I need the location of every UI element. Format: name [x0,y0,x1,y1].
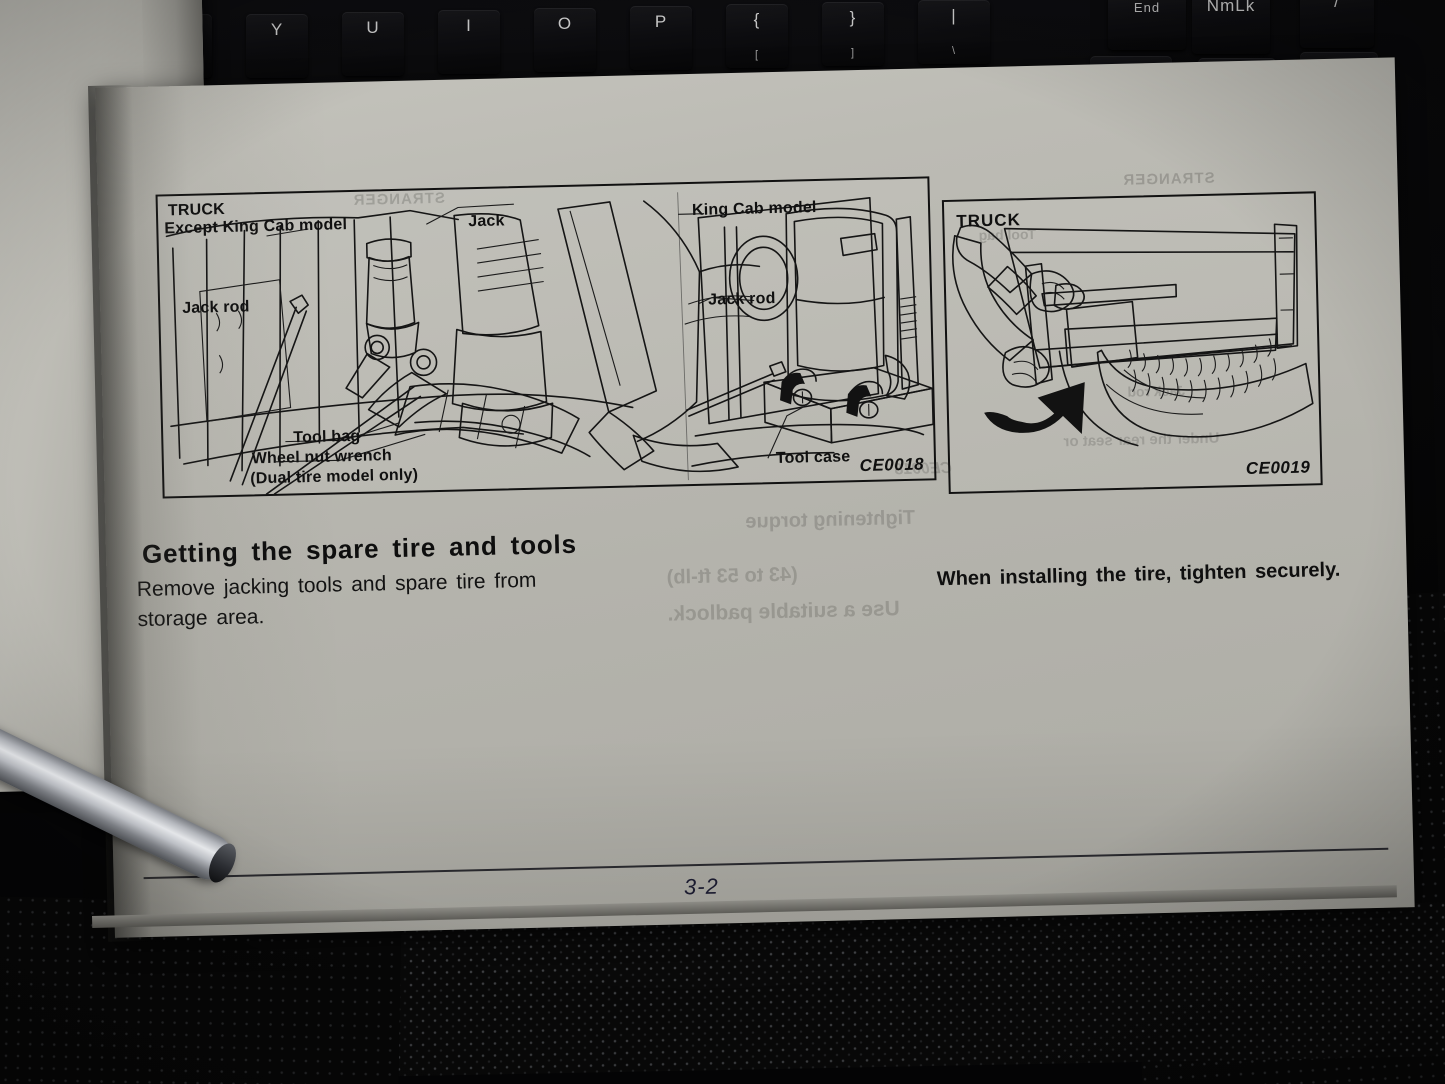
key-o[interactable]: O [534,8,596,72]
key-sublabel: \ [951,45,957,57]
figure-label-tool-bag: Tool bag [293,427,361,447]
key-i[interactable]: I [438,10,500,74]
key-label: End [1133,0,1161,15]
figure-ce0018: TRUCK Except King Cab model Jack Jack ro… [155,176,937,499]
figure-label-truck-right: TRUCK [956,210,1022,231]
key-nmlk[interactable]: NmLk [1192,0,1270,54]
figure-label-wheel-nut-wrench: Wheel nut wrench [251,447,393,468]
key-p[interactable]: P [630,6,692,70]
figure-code-ce0018: CE0018 [859,454,925,476]
figure-code-ce0019: CE0019 [1245,457,1311,478]
key-label: } [849,8,857,27]
section-body-text: Remove jacking tools and spare tire from… [136,568,537,632]
key-sublabel: [ [754,49,760,61]
illustration-row: TRUCK Except King Cab model Jack Jack ro… [155,155,1352,513]
key-y[interactable]: Y [246,14,308,78]
key-[interactable]: / [1300,0,1374,48]
key-bracket[interactable]: }] [822,2,884,66]
figure-label-truck: TRUCK [167,200,226,220]
page-content: TRUCK Except King Cab model Jack Jack ro… [95,57,1415,937]
key-label: | [951,6,957,25]
page-number: 3-2 [683,873,720,900]
book-right-page: Tightening torque (43 to 53 ft-lb) Use a… [95,57,1415,938]
key-bracket[interactable]: |\ [918,0,990,64]
key-end[interactable]: End [1108,0,1186,50]
key-sublabel: ] [850,47,856,59]
figure-label-jack-rod-left: Jack rod [182,298,250,318]
figure-label-king-cab: King Cab model [691,199,817,219]
figure-ce0019-artwork [944,193,1321,492]
figure-caption-right: When installing the tire, tighten secure… [936,558,1341,591]
key-label: I [466,16,472,35]
key-label: Y [270,20,284,39]
figure-ce0018-artwork [158,178,935,496]
key-label: { [753,10,761,29]
key-label: P [654,12,668,31]
key-label: / [1334,0,1340,11]
key-label: O [557,14,573,33]
key-label: NmLk [1206,0,1256,15]
figure-label-tool-case: Tool case [775,448,851,468]
figure-label-jack-rod-right: Jack rod [707,290,776,309]
figure-label-jack: Jack [468,212,505,231]
section-heading: Getting the spare tire and tools [141,528,578,570]
key-label: U [366,18,380,37]
key-bracket[interactable]: {[ [726,4,788,68]
key-u[interactable]: U [342,12,404,76]
footer-rule [143,847,1389,880]
figure-ce0019: TRUCK CE0019 [941,191,1323,494]
